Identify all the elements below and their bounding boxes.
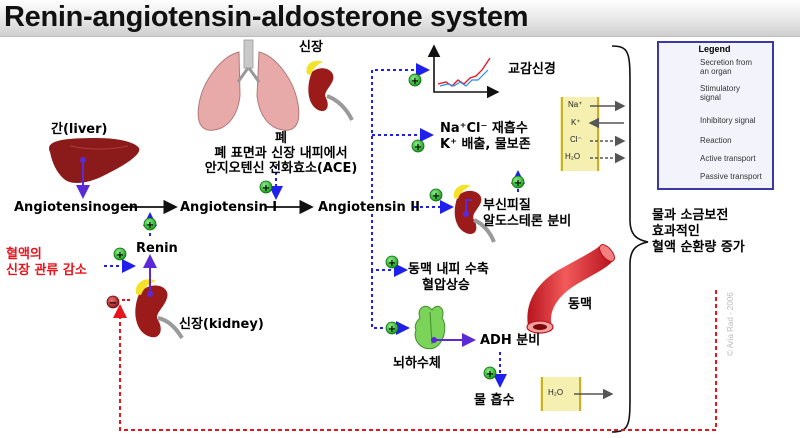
legend-item-active-transport: Active transport (700, 154, 756, 163)
summary-brace (611, 45, 649, 433)
label-adh-secretion: ADH 분비 (480, 333, 541, 348)
ion-label-k: K⁺ (571, 118, 581, 127)
ion-label-cl: Cl⁻ (570, 135, 582, 144)
stimulatory-plus-badge: + (483, 366, 497, 380)
legend-item-stimulatory-line1: Stimulatory (700, 84, 741, 93)
label-angiotensin-1: Angiotensin I (180, 200, 278, 215)
label-kidney-bottom: 신장(kidney) (179, 317, 264, 332)
label-na-cl-reabsorption: Na⁺Cl⁻ 재흡수 (440, 121, 528, 136)
label-result-line2: 효과적인 (652, 224, 700, 239)
stimulatory-plus-badge: + (429, 188, 443, 202)
label-artery: 동맥 (568, 297, 592, 312)
legend-item-reaction: Reaction (700, 136, 732, 145)
legend-item-secretion-line1: Secretion from (700, 58, 753, 67)
stimulatory-plus-badge: + (385, 255, 399, 269)
legend-item-stimulatory-line2: signal (700, 93, 721, 102)
svg-text:+: + (146, 220, 154, 231)
label-water-absorption: 물 흡수 (474, 393, 515, 408)
legend-panel (657, 41, 774, 190)
svg-text:+: + (432, 191, 440, 202)
svg-text:+: + (514, 178, 522, 189)
svg-text:+: + (388, 324, 396, 335)
svg-text:+: + (411, 76, 419, 87)
svg-text:+: + (414, 142, 422, 153)
label-liver: 간(liver) (51, 122, 108, 137)
label-vasoconstriction: 동맥 내피 수축 (408, 262, 489, 277)
label-angiotensinogen: Angiotensinogen (14, 200, 139, 215)
svg-text:+: + (388, 258, 396, 269)
legend-item-stimulatory: Stimulatory signal (700, 84, 740, 102)
svg-text:+: + (262, 183, 270, 194)
legend-item-secretion-line2: an organ (700, 67, 732, 76)
label-result-line3: 혈액 순환량 증가 (652, 240, 745, 255)
stimulatory-plus-badge: + (113, 247, 127, 261)
label-kidney-top: 신장 (299, 40, 323, 55)
stimulatory-plus-badge: + (143, 217, 157, 231)
ion-label-na: Na⁺ (568, 100, 583, 109)
label-angiotensin-2: Angiotensin II (318, 200, 420, 215)
liver-illustration (49, 138, 140, 183)
legend-item-passive-transport: Passive transport (700, 172, 762, 181)
water-cell-illustration (540, 377, 614, 411)
ion-cell-illustration (560, 97, 626, 171)
label-blood-flow-line2: 신장 관류 감소 (6, 263, 87, 278)
label-k-excretion: K⁺ 배출, 물보존 (440, 137, 531, 152)
svg-text:+: + (116, 250, 124, 261)
label-blood-flow-line1: 혈액의 (6, 247, 42, 262)
kidney-bottom-illustration (135, 279, 184, 340)
svg-text:+: + (486, 369, 494, 380)
page-title: Renin-angiotensin-aldosterone system (4, 1, 529, 33)
label-result-line1: 물과 소금보전 (652, 208, 729, 223)
label-lung-ace-line2: 폐 표면과 신장 내피에서 (214, 146, 348, 161)
title-bar: Renin-angiotensin-aldosterone system (0, 0, 800, 37)
inhibitory-minus-badge: − (106, 295, 120, 309)
label-blood-pressure-rise: 혈압상승 (422, 278, 470, 293)
lungs-illustration (197, 39, 300, 131)
stimulatory-plus-badge: + (385, 321, 399, 335)
label-lung: 폐 (275, 131, 287, 146)
inhibitory-feedback-arrow (113, 290, 717, 431)
label-renin: Renin (136, 241, 178, 256)
label-adrenal-cortex: 부신피질 (483, 198, 531, 213)
sympathetic-graph (427, 44, 500, 99)
pituitary-illustration (414, 305, 446, 350)
stimulatory-plus-badge: + (259, 180, 273, 194)
kidney-top-illustration (306, 60, 354, 121)
label-sympathetic: 교감신경 (508, 62, 556, 77)
ion-label-h2o-bottom: H₂O (548, 388, 564, 397)
stimulatory-arrows (104, 63, 525, 388)
label-lung-ace-line3: 안지오텐신 전화효소(ACE) (204, 161, 358, 176)
label-aldosterone-secretion: 알도스테론 분비 (483, 214, 572, 229)
copyright-watermark: © Aria Rad - 2006 (726, 292, 735, 356)
legend-item-secretion: Secretion from an organ (700, 58, 752, 76)
legend-item-inhibitory: Inhibitory signal (700, 116, 756, 125)
svg-text:−: − (109, 298, 117, 309)
ion-label-h2o: H₂O (565, 152, 581, 161)
secretion-arrow-adrenal-up (465, 199, 472, 212)
stimulatory-plus-badge: + (408, 73, 422, 87)
stimulatory-plus-badge: + (511, 175, 525, 189)
artery-illustration (526, 244, 615, 334)
legend-title: Legend (698, 44, 731, 54)
stimulatory-plus-badge: + (411, 139, 425, 153)
label-pituitary: 뇌하수체 (393, 356, 441, 371)
